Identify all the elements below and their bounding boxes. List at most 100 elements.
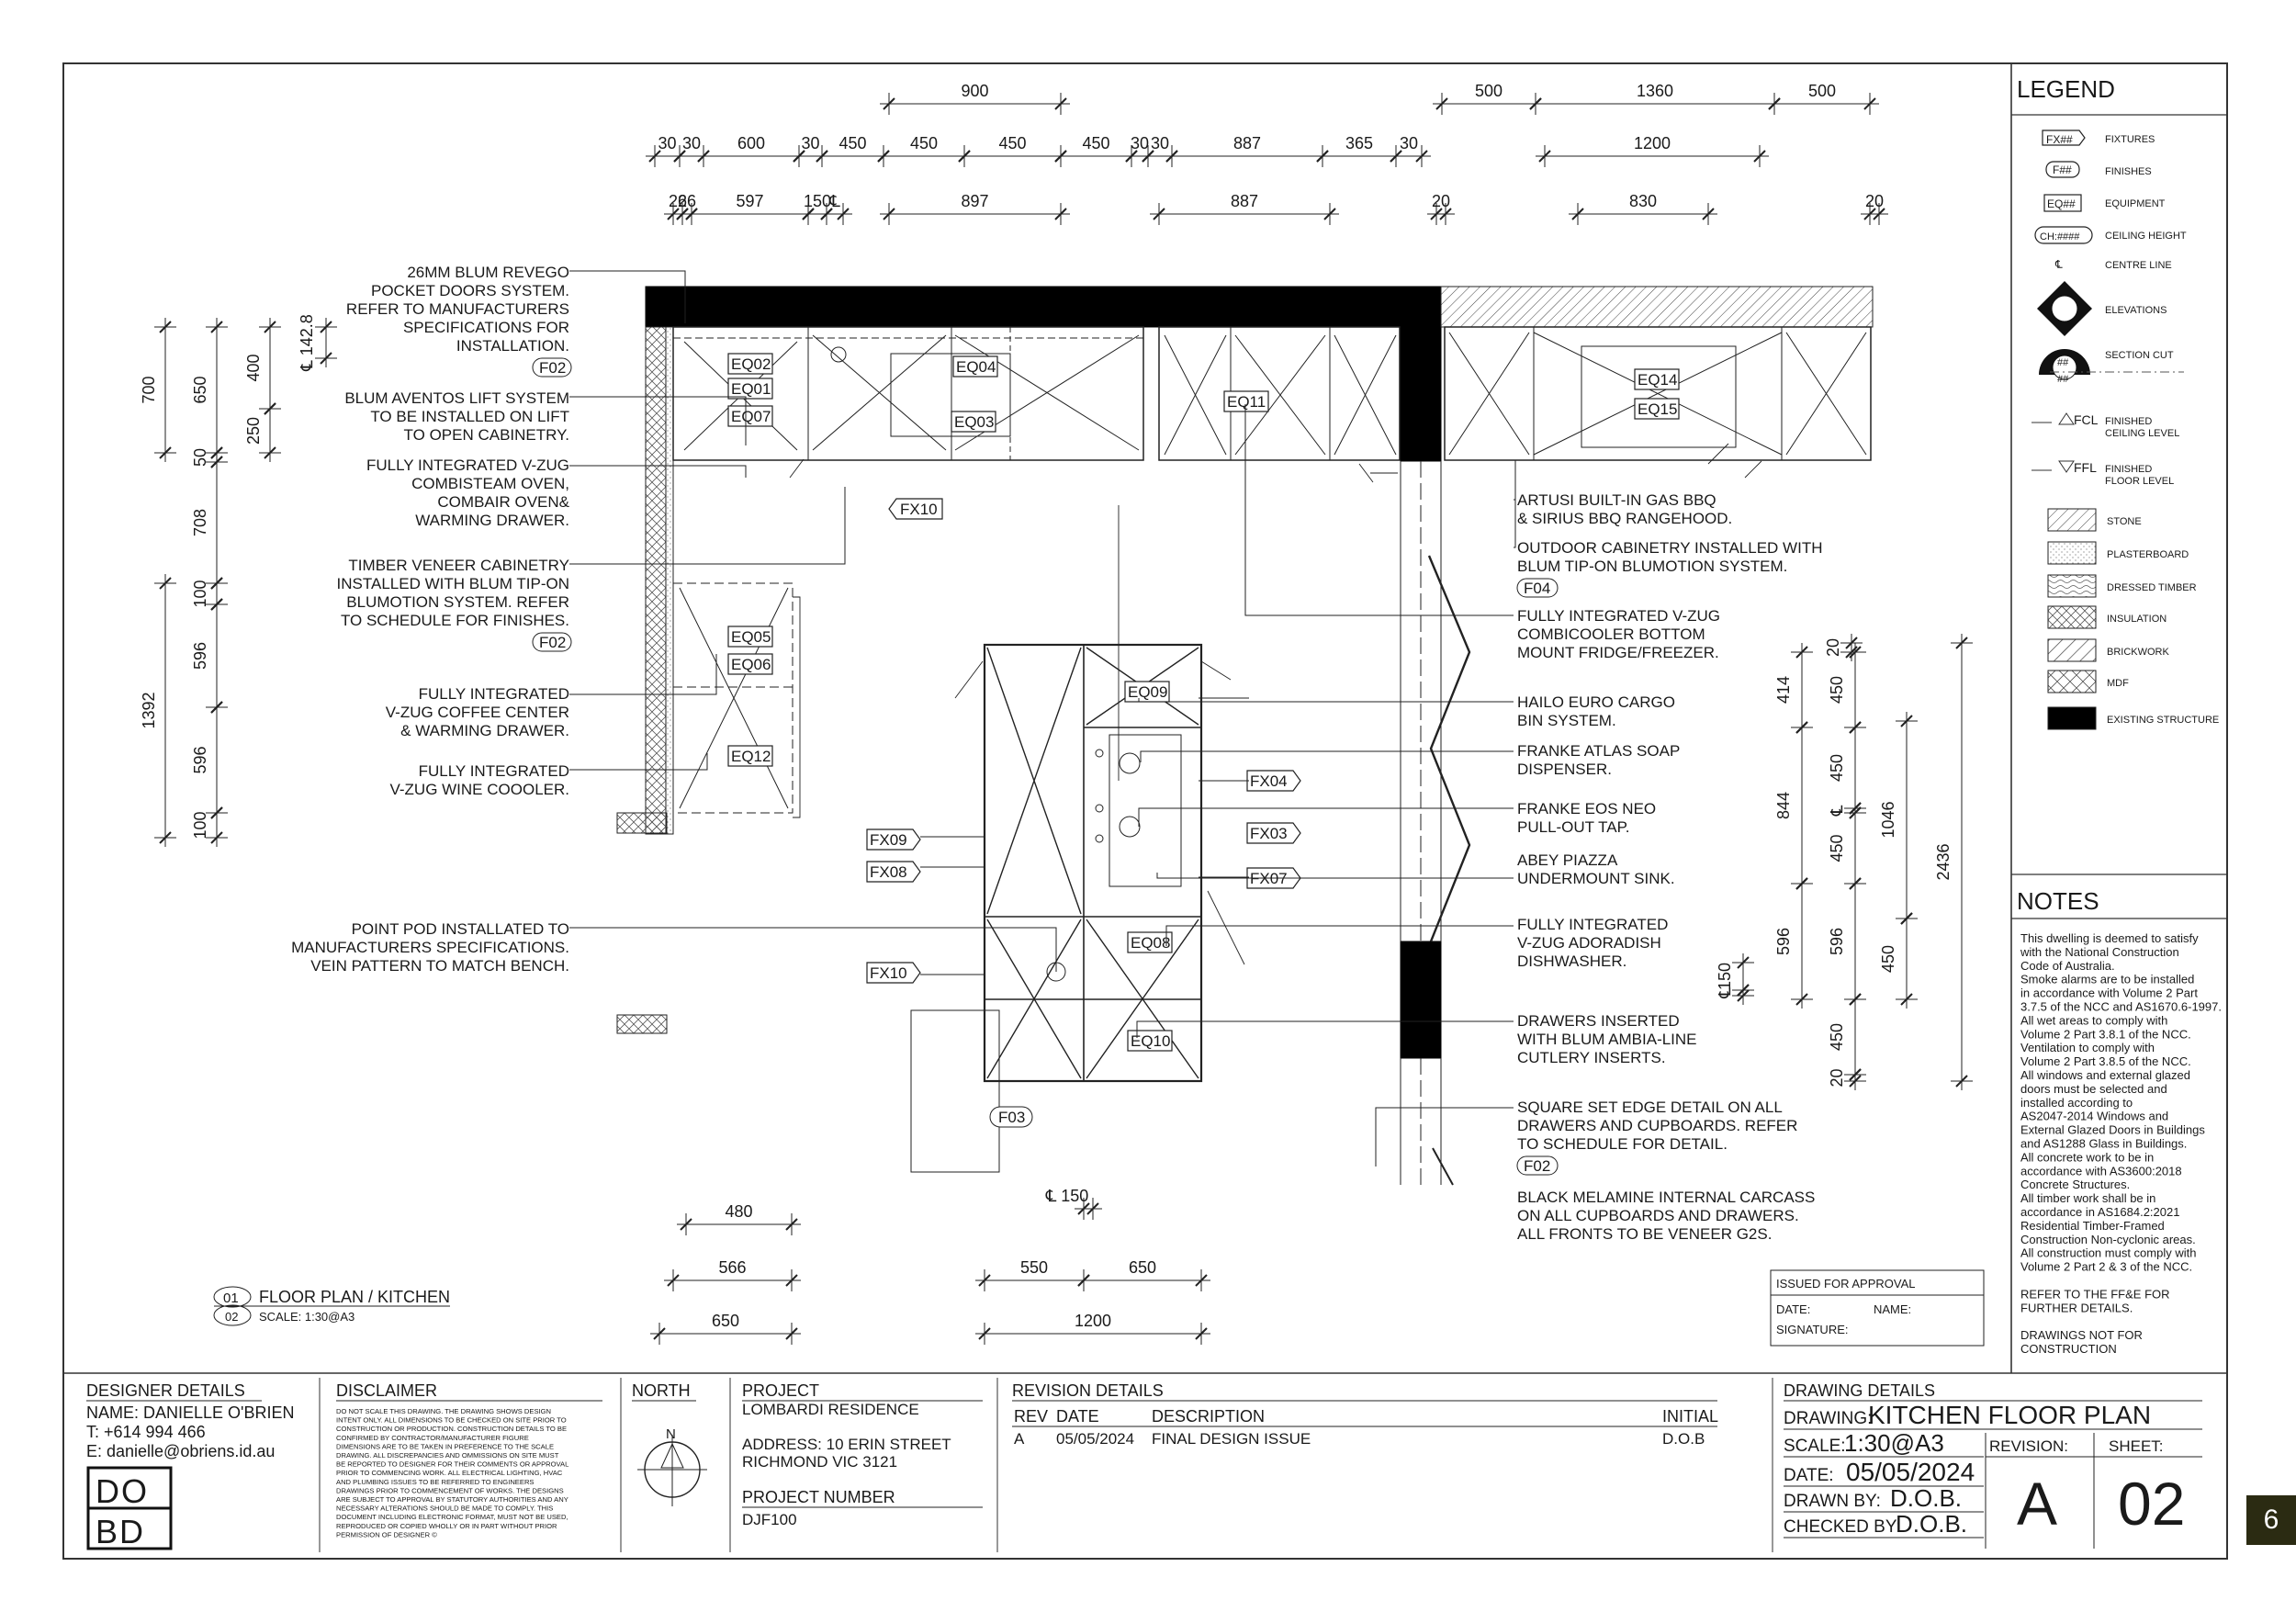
dimension-tick bbox=[1849, 877, 1862, 890]
approval-box: ISSUED FOR APPROVAL DATE: NAME: SIGNATUR… bbox=[1770, 1269, 1985, 1347]
dimension-tick bbox=[793, 150, 805, 163]
right-label-line: UNDERMOUNT SINK. bbox=[1517, 870, 1675, 887]
svg-text:FCL: FCL bbox=[2074, 412, 2099, 427]
svg-text:F03: F03 bbox=[998, 1109, 1025, 1126]
equipment-tag-eq12: EQ12 bbox=[731, 748, 771, 765]
right-label-line: DISPENSER. bbox=[1517, 761, 1612, 778]
dimension-label: 450 bbox=[1828, 834, 1846, 862]
disclaimer-text: DO NOT SCALE THIS DRAWING. THE DRAWING S… bbox=[336, 1407, 568, 1538]
equipment-tag-box bbox=[727, 626, 773, 648]
dimension-label: 20 bbox=[1824, 638, 1842, 657]
dimension-tick bbox=[883, 208, 895, 220]
dimension-tick bbox=[264, 402, 276, 415]
dimension-label: 600 bbox=[737, 134, 765, 152]
left-label-line: INSTALLATION. bbox=[456, 337, 569, 355]
dimension-tick bbox=[673, 150, 686, 163]
svg-text:DRAWING:: DRAWING: bbox=[1784, 1409, 1872, 1428]
svg-text:CH:####: CH:#### bbox=[2040, 231, 2080, 242]
dimension-tick bbox=[1439, 208, 1452, 220]
dimension-tick bbox=[978, 1274, 991, 1287]
disclaimer-line: DIMENSIONS ARE TO BE TAKEN IN PREFERENCE… bbox=[336, 1442, 554, 1450]
left-label-line: POINT POD INSTALLATED TO bbox=[352, 920, 569, 938]
svg-text:DRAWN BY:: DRAWN BY: bbox=[1784, 1492, 1881, 1511]
dimension-tick bbox=[1316, 150, 1329, 163]
left-label-line: WARMING DRAWER. bbox=[415, 512, 569, 529]
left-label-line: SPECIFICATIONS FOR bbox=[403, 319, 569, 336]
rev-col-rev: REV bbox=[1014, 1407, 1048, 1426]
right-label-line: PULL-OUT TAP. bbox=[1517, 818, 1630, 836]
dimension-tick bbox=[877, 150, 890, 163]
note-line: Construction Non-cyclonic areas. bbox=[2020, 1233, 2196, 1246]
dimension-tick bbox=[1863, 97, 1876, 110]
dimension-label: 450 bbox=[1828, 754, 1846, 782]
dimension-tick bbox=[1125, 150, 1138, 163]
legend-label-centre-line: CENTRE LINE bbox=[2105, 260, 2172, 271]
dimension-label: 650 bbox=[712, 1312, 739, 1330]
dimension-label: 100 bbox=[191, 811, 209, 839]
dimension-tick bbox=[1435, 97, 1448, 110]
view-number: 01 bbox=[223, 1291, 239, 1306]
legend-label-ceiling-height: CEILING HEIGHT bbox=[2105, 231, 2187, 242]
drawing-checked-by: D.O.B. bbox=[1896, 1510, 1967, 1538]
note-line: CONSTRUCTION bbox=[2020, 1342, 2117, 1356]
left-label-line: BLUMOTION SYSTEM. REFER bbox=[346, 593, 569, 611]
legend-label-fixtures: FIXTURES bbox=[2105, 134, 2155, 145]
legend-title: LEGEND bbox=[2017, 75, 2115, 103]
dimension-label: 500 bbox=[1808, 82, 1836, 100]
equipment-tag-eq05: EQ05 bbox=[731, 628, 771, 646]
legend-mat-existing: EXISTING STRUCTURE bbox=[2107, 715, 2219, 726]
left-label-line: COMBAIR OVEN& bbox=[437, 493, 569, 511]
dimension-label: ℄ 142.8 bbox=[298, 314, 316, 372]
dimension-label: 30 bbox=[682, 134, 701, 152]
svg-text:BD: BD bbox=[96, 1513, 145, 1550]
note-line: Residential Timber-Framed bbox=[2020, 1219, 2165, 1233]
right-label-line: FRANKE ATLAS SOAP bbox=[1517, 742, 1680, 760]
note-line: with the National Construction bbox=[2020, 945, 2179, 959]
dimension-tick bbox=[1086, 1202, 1099, 1215]
view-title-text: FLOOR PLAN / KITCHEN bbox=[259, 1288, 450, 1306]
svg-text:EQ##: EQ## bbox=[2047, 197, 2076, 210]
left-label-line: TO BE INSTALLED ON LIFT bbox=[370, 408, 569, 425]
dimension-tick bbox=[210, 321, 223, 333]
equipment-tag-box bbox=[727, 353, 773, 375]
drawing-frame bbox=[62, 62, 2228, 1560]
equipment-tag-eq01: EQ01 bbox=[731, 380, 771, 398]
note-line: FURTHER DETAILS. bbox=[2020, 1301, 2133, 1314]
note-line: accordance in AS1684.2:2021 bbox=[2020, 1205, 2179, 1219]
svg-text:FX##: FX## bbox=[2046, 133, 2073, 146]
dimension-label: 650 bbox=[191, 376, 209, 403]
rev-row-initial: D.O.B bbox=[1662, 1430, 1705, 1448]
dimension-tick bbox=[837, 208, 850, 220]
dimension-label: ℄ 150 bbox=[1045, 1187, 1089, 1205]
dimension-label: 450 bbox=[910, 134, 938, 152]
svg-text:DATE:: DATE: bbox=[1784, 1466, 1834, 1485]
disclaimer-line: DOCUMENT INCLUDING ELECTRONIC FORMAT, MU… bbox=[336, 1513, 568, 1521]
dimension-tick bbox=[1849, 646, 1862, 659]
note-line: All timber work shall be in bbox=[2020, 1191, 2155, 1205]
dimension-label: 30 bbox=[658, 134, 676, 152]
note-line: This dwelling is deemed to satisfy bbox=[2020, 931, 2199, 945]
note-line: and AS1288 Glass in Buildings. bbox=[2020, 1137, 2187, 1151]
note-line: in accordance with Volume 2 Part bbox=[2020, 986, 2198, 1000]
dimension-tick bbox=[1430, 208, 1443, 220]
dimension-label: 830 bbox=[1629, 192, 1657, 210]
dimension-tick bbox=[1849, 806, 1862, 819]
equipment-tag-eq14: EQ14 bbox=[1638, 371, 1677, 389]
rev-col-description: DESCRIPTION bbox=[1152, 1407, 1265, 1426]
right-label-line: ABEY PIAZZA bbox=[1517, 851, 1618, 869]
equipment-tag-eq07: EQ07 bbox=[731, 408, 771, 425]
legend-label-fcl-2: CEILING LEVEL bbox=[2105, 428, 2179, 439]
equipment-tag-eq08: EQ08 bbox=[1131, 934, 1170, 952]
dimension-tick bbox=[1415, 150, 1428, 163]
dimension-tick bbox=[667, 1274, 680, 1287]
right-label-line: BLACK MELAMINE INTERNAL CARCASS bbox=[1517, 1189, 1815, 1206]
finish-tag-box bbox=[532, 357, 572, 378]
legend-label-ffl-2: FLOOR LEVEL bbox=[2105, 476, 2174, 487]
left-label-line: FULLY INTEGRATED bbox=[419, 685, 569, 703]
dimension-label: 897 bbox=[961, 192, 988, 210]
right-label-line: BLUM TIP-ON BLUMOTION SYSTEM. bbox=[1517, 558, 1787, 575]
equipment-tag-box bbox=[1127, 931, 1173, 953]
note-line: Ventilation to comply with bbox=[2020, 1041, 2155, 1054]
